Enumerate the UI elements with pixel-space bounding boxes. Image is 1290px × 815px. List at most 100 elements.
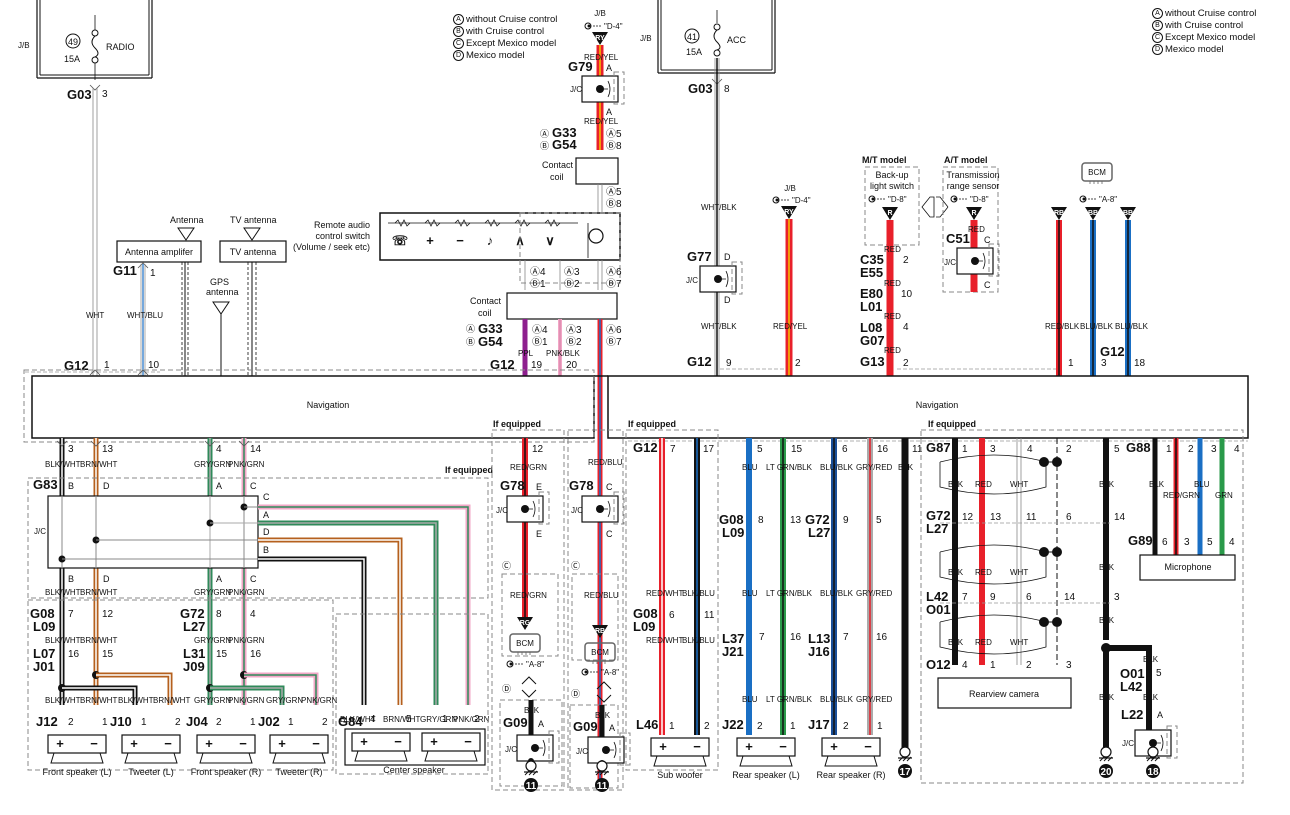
fuse-icon xyxy=(713,29,721,51)
pin-a: A xyxy=(606,107,612,117)
jc-dash xyxy=(538,491,550,525)
wire-label: WHT xyxy=(1010,480,1028,489)
pin-label: 1 xyxy=(1068,358,1074,369)
connector-j16: J16 xyxy=(808,644,830,659)
connector-g78: G78 xyxy=(569,478,594,493)
connector-l27: L27 xyxy=(926,521,948,536)
wire-label-wht-blk: WHT/BLK xyxy=(701,322,737,331)
pin-a: A xyxy=(538,719,544,729)
connector-l27: L27 xyxy=(183,619,205,634)
pin-label: 3 xyxy=(1066,660,1072,671)
pin-e: E xyxy=(536,529,542,539)
connector-o01: O01 xyxy=(1120,666,1145,681)
ground-11b-icon xyxy=(595,778,609,792)
pin-label: 7 xyxy=(962,592,968,603)
speaker-group-dash xyxy=(27,599,334,771)
tv-antenna-label: TV antenna xyxy=(230,215,277,225)
jc-label: J/C xyxy=(34,527,46,536)
ground-number: 11 xyxy=(597,781,608,792)
connector-j22: J22 xyxy=(722,717,744,732)
terminal-label: R xyxy=(971,210,976,217)
resistor-icon xyxy=(544,219,561,227)
at-model-label: A/T model xyxy=(944,155,988,165)
minus-terminal: − xyxy=(779,739,787,754)
navigation-dash-left xyxy=(23,369,595,443)
minus-terminal: − xyxy=(864,739,872,754)
connector-j17: J17 xyxy=(808,717,830,732)
remote-button-5-icon: ∨ xyxy=(545,233,555,248)
legend-text: Except Mexico model xyxy=(1165,32,1256,44)
jc-switch-icon xyxy=(535,739,546,757)
pin-label: 15 xyxy=(216,649,228,660)
navigation-label-right: Navigation xyxy=(916,400,959,410)
wire-label-red-blk: RED/BLK xyxy=(1045,322,1080,331)
connector-c51: C51 xyxy=(946,231,970,246)
eye-icon xyxy=(581,668,589,676)
pin-label: Ⓐ5 xyxy=(606,186,622,198)
circled-letter-icon: C xyxy=(453,38,464,50)
wire-label: LT GRN/BLK xyxy=(766,463,813,472)
backup-switch-label: Back-up xyxy=(875,170,908,180)
wire-label: BRN/WHT xyxy=(80,636,117,645)
connector-l31: L31 xyxy=(183,646,205,661)
circled-d: Ⓓ xyxy=(571,689,580,699)
steering-sensor-icon xyxy=(588,228,604,244)
ground-20-icon xyxy=(1099,764,1113,778)
resistor-ladder xyxy=(388,222,589,258)
connector-j12: J12 xyxy=(36,714,58,729)
pin-label: Ⓑ8 xyxy=(606,198,622,210)
rearview-camera-label: Rearview camera xyxy=(969,689,1039,699)
connector-l09: L09 xyxy=(33,619,55,634)
plus-terminal: + xyxy=(56,736,64,751)
connector-j10: J10 xyxy=(110,714,132,729)
jc-dash xyxy=(988,243,1000,277)
wire-label-wht: WHT xyxy=(86,311,104,320)
pin-a: A xyxy=(216,481,222,491)
wire-label: WHT xyxy=(1010,638,1028,647)
pin-label: 4 xyxy=(903,322,909,333)
wire-label: BLK/WHT xyxy=(45,636,81,645)
navigation-label-left: Navigation xyxy=(307,400,350,410)
gps-label: antenna xyxy=(206,287,239,297)
plus-terminal: + xyxy=(830,739,838,754)
speaker-cone-icon xyxy=(354,750,408,762)
jc-switch-icon xyxy=(1153,734,1164,752)
connector-l42: L42 xyxy=(926,589,948,604)
pin-a: A xyxy=(263,510,269,520)
pin-label: 1 xyxy=(1166,444,1172,455)
ref-a8: "A-8" xyxy=(1099,195,1117,204)
connector-g72: G72 xyxy=(805,512,830,527)
pin-label: 2 xyxy=(795,358,801,369)
speaker-label: Rear speaker (R) xyxy=(816,770,885,780)
tv-antenna-box xyxy=(219,240,287,263)
ground-11-icon xyxy=(524,778,538,792)
jc-label: J/C xyxy=(686,276,698,285)
pin-c: C xyxy=(984,280,991,290)
circled-c: Ⓒ xyxy=(571,561,580,571)
minus-terminal: − xyxy=(312,736,320,751)
pin-label: 5 xyxy=(757,444,763,455)
navigation-unit-left xyxy=(31,375,595,439)
pin-label: Ⓑ7 xyxy=(606,278,622,290)
pin-label: 1 xyxy=(102,717,108,728)
pin-label: 13 xyxy=(790,515,802,526)
circled-letter-icon: D xyxy=(1152,44,1163,56)
wire-label: BLU xyxy=(742,589,758,598)
connector-l08: L08 xyxy=(860,320,882,335)
circled-letter-icon: B xyxy=(1152,20,1163,32)
pin-label: 10 xyxy=(148,360,160,371)
ref-a8: "A-8" xyxy=(526,660,544,669)
selector-arrow-icon xyxy=(921,196,949,218)
wire-brn-wht-center xyxy=(258,537,403,705)
rear-speaker-left xyxy=(736,737,796,757)
eye-pupil xyxy=(871,197,875,201)
wire-brn-wht-stripe xyxy=(258,539,401,705)
wire-label: LT GRN/BLK xyxy=(766,589,813,598)
antenna-amplifier-label: Antenna amplifer xyxy=(125,247,193,257)
wire-label: RED xyxy=(975,568,992,577)
remote-button-0-icon: ☏ xyxy=(392,233,408,248)
speaker-cone-icon xyxy=(424,750,478,762)
antenna-amplifier-box xyxy=(116,240,202,263)
